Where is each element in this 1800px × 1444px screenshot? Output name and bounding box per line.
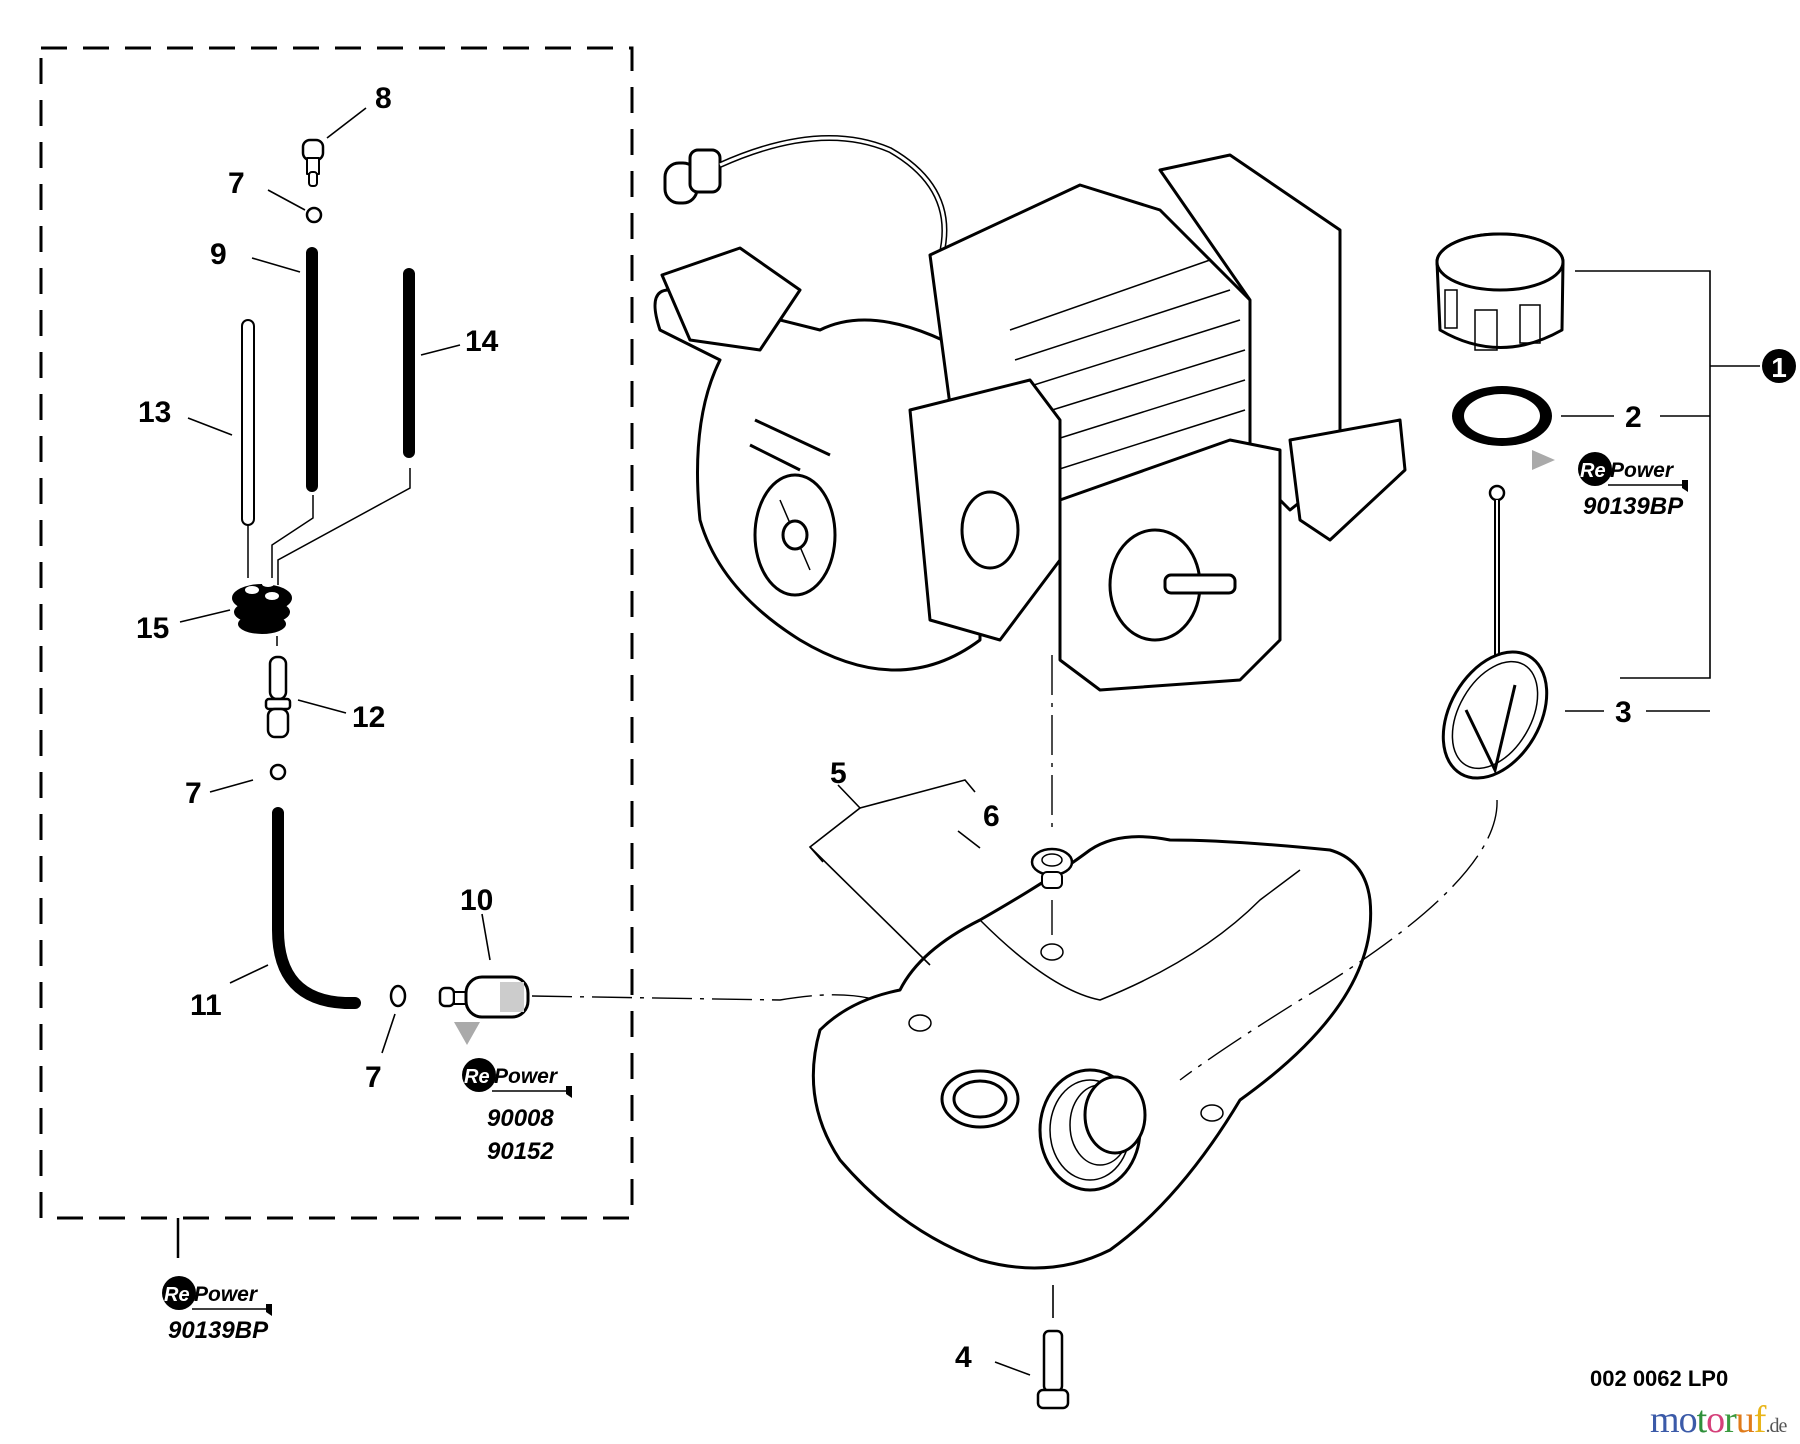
clamp-ring-part-top[interactable] (305, 206, 323, 224)
callout-7-mid: 7 (185, 777, 202, 810)
repower-badge-cap: Re Power 90139BP (1578, 452, 1688, 520)
callout-3: 3 (1615, 696, 1632, 729)
callout-1-badge (1762, 349, 1796, 383)
clamp-ring-part-mid[interactable] (269, 763, 287, 781)
callout-9: 9 (210, 238, 227, 271)
repower-re: Re (164, 1284, 190, 1306)
fuel-line-kit-box (39, 46, 634, 1220)
callout-13: 13 (138, 396, 171, 429)
repower-part-number: 90008 (487, 1105, 554, 1132)
fuel-line-9-part[interactable] (306, 247, 318, 492)
wm-letter: f (1753, 1399, 1767, 1441)
callout-15: 15 (136, 612, 169, 645)
wm-tld: .de (1765, 1415, 1787, 1437)
fuel-tank-part[interactable] (811, 835, 1373, 1270)
fuel-filter-10-part[interactable] (438, 975, 530, 1019)
callout-8: 8 (375, 82, 392, 115)
callout-7-bottom: 7 (365, 1061, 382, 1094)
callout-7-top: 7 (228, 167, 245, 200)
fuel-line-14-part[interactable] (403, 268, 415, 458)
motoruf-watermark: motoruf.de (1650, 1398, 1787, 1442)
repower-logo-icon (462, 1058, 496, 1092)
wm-letter: o (1678, 1399, 1698, 1441)
cap-gasket-part[interactable] (1452, 386, 1552, 446)
vent-check-valve-part[interactable] (301, 138, 325, 187)
callout-14: 14 (465, 325, 499, 358)
engine-powerhead (653, 135, 1407, 692)
wm-letter: m (1650, 1399, 1680, 1441)
fitting-12-part[interactable] (264, 655, 292, 739)
cap-retainer-strap-part[interactable] (1422, 484, 1568, 796)
repower-logo-icon (1578, 452, 1612, 486)
repower-part-number: 90139BP (1583, 493, 1684, 520)
callout-2: 2 (1625, 401, 1642, 434)
drawing-number: 002 0062 LP0 (1590, 1366, 1728, 1391)
repower-re: Re (1580, 460, 1606, 482)
tank-mounting-screw-4-part[interactable] (1036, 1329, 1070, 1410)
repower-part-number: 90152 (487, 1138, 554, 1165)
repower-part-number: 90139BP (168, 1317, 269, 1344)
callout-10: 10 (460, 884, 493, 917)
repower-word: Power (494, 1065, 559, 1088)
clamp-ring-part-bottom[interactable] (389, 984, 407, 1008)
repower-arrow-cap (1532, 450, 1555, 470)
fuel-pickup-line-11-part[interactable] (272, 807, 361, 1009)
fuel-cap-part[interactable] (1435, 232, 1565, 351)
wm-letter: u (1735, 1399, 1755, 1441)
grommet-15-part[interactable] (232, 581, 292, 634)
wm-letter: r (1724, 1399, 1737, 1441)
wm-letter: o (1706, 1399, 1725, 1441)
repower-re: Re (464, 1066, 490, 1088)
callout-6: 6 (983, 800, 1000, 833)
callout-1: 1 (1771, 352, 1787, 383)
repower-logo-icon (162, 1276, 196, 1310)
callout-11: 11 (190, 989, 222, 1022)
repower-word: Power (1610, 459, 1675, 482)
repower-badge-filter: Re Power 90008 90152 (462, 1058, 572, 1165)
repower-word: Power (194, 1283, 259, 1306)
tank-grommet-6-part[interactable] (1030, 847, 1074, 889)
wm-letter: t (1696, 1399, 1708, 1441)
callout-4: 4 (955, 1341, 972, 1374)
repower-badge-kit: Re Power 90139BP (162, 1276, 272, 1344)
callout-5: 5 (830, 757, 847, 790)
fuel-line-13-part[interactable] (241, 319, 255, 526)
repower-arrow-filter (454, 1022, 480, 1045)
callout-12: 12 (352, 701, 385, 734)
